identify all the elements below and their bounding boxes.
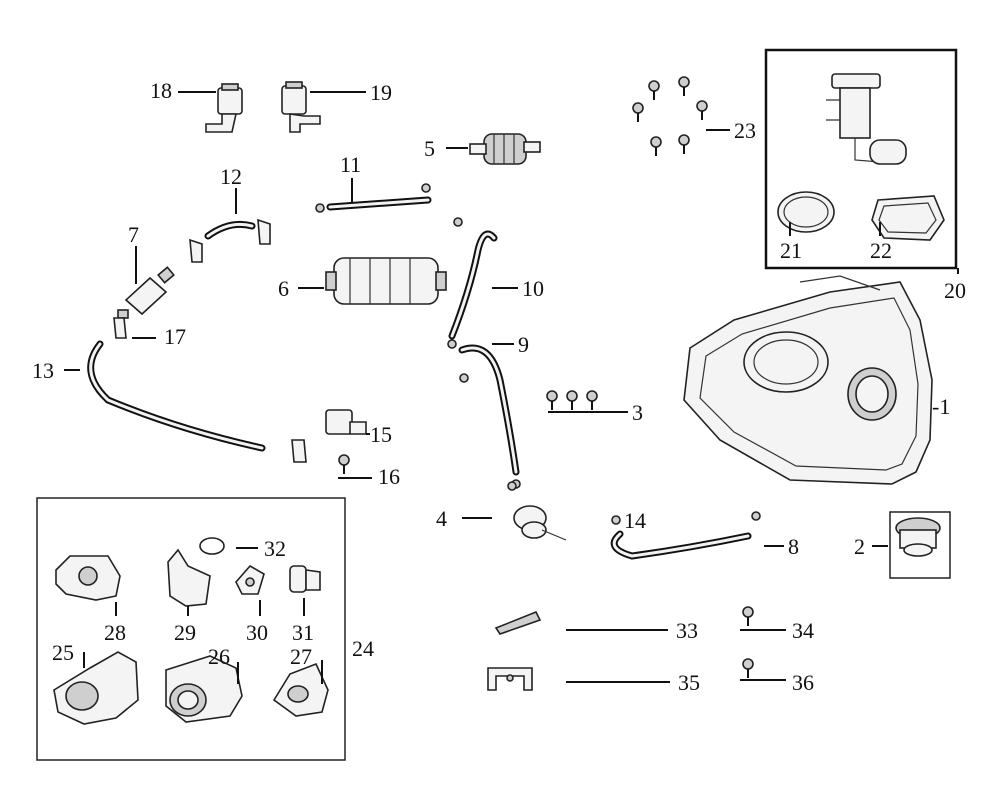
label-29: 29 xyxy=(174,620,196,645)
part-19-connector xyxy=(281,81,321,133)
label-23: 23 xyxy=(734,118,756,143)
part-9-hose xyxy=(458,344,521,489)
part-7-inline-filter xyxy=(117,266,175,319)
hose-clamp xyxy=(291,439,307,463)
label-27: 27 xyxy=(290,644,312,669)
leader-lines xyxy=(64,91,959,684)
part-16-bolt xyxy=(338,454,350,474)
part-labels: -1 2 3 4 5 6 7 8 9 10 11 12 13 14 15 16 … xyxy=(32,78,966,695)
label-15: 15 xyxy=(370,422,392,447)
label-25: 25 xyxy=(52,640,74,665)
label-35: 35 xyxy=(678,670,700,695)
label-34: 34 xyxy=(792,618,814,643)
part-17-clamp xyxy=(113,317,127,339)
label-31: 31 xyxy=(292,620,314,645)
part-11-hose xyxy=(315,183,432,213)
label-4: 4 xyxy=(436,506,447,531)
part-4-valve xyxy=(507,481,567,541)
part-8-hose xyxy=(610,511,761,560)
part-33-strip xyxy=(494,610,542,635)
label-26: 26 xyxy=(208,644,230,669)
label-21: 21 xyxy=(780,238,802,263)
label-32: 32 xyxy=(264,536,286,561)
label-2: 2 xyxy=(854,534,865,559)
part-18-connector xyxy=(205,83,243,133)
label-19: 19 xyxy=(370,80,392,105)
part-3-bolts xyxy=(546,390,598,410)
label-6: 6 xyxy=(278,276,289,301)
label-16: 16 xyxy=(378,464,400,489)
label-12: 12 xyxy=(220,164,242,189)
part-12-hose xyxy=(189,218,271,263)
label-30: 30 xyxy=(246,620,268,645)
label-1: -1 xyxy=(932,394,950,419)
part-23-bolts xyxy=(632,76,708,156)
label-17: 17 xyxy=(164,324,186,349)
part-6-canister xyxy=(325,257,447,305)
label-20: 20 xyxy=(944,278,966,303)
part-5-fuel-filter xyxy=(469,133,541,165)
part-20-pump-kit-box xyxy=(764,48,958,270)
label-28: 28 xyxy=(104,620,126,645)
part-2-fuel-cap xyxy=(889,511,951,579)
label-33: 33 xyxy=(676,618,698,643)
part-10-hose xyxy=(447,217,498,349)
label-8: 8 xyxy=(788,534,799,559)
label-13: 13 xyxy=(32,358,54,383)
label-22: 22 xyxy=(870,238,892,263)
label-3: 3 xyxy=(632,400,643,425)
label-36: 36 xyxy=(792,670,814,695)
part-1-fuel-tank xyxy=(683,275,933,485)
label-7: 7 xyxy=(128,222,139,247)
label-11: 11 xyxy=(340,152,361,177)
part-35-clip xyxy=(487,667,533,691)
part-36-bolt xyxy=(742,658,754,678)
label-5: 5 xyxy=(424,136,435,161)
label-24: 24 xyxy=(352,636,374,661)
label-9: 9 xyxy=(518,332,529,357)
part-24-throttle-kit-box xyxy=(36,497,346,761)
part-13-long-hose xyxy=(87,340,266,452)
label-10: 10 xyxy=(522,276,544,301)
label-14: 14 xyxy=(624,508,646,533)
part-15-bracket xyxy=(325,409,367,435)
part-34-bolt xyxy=(742,606,754,626)
label-18: 18 xyxy=(150,78,172,103)
